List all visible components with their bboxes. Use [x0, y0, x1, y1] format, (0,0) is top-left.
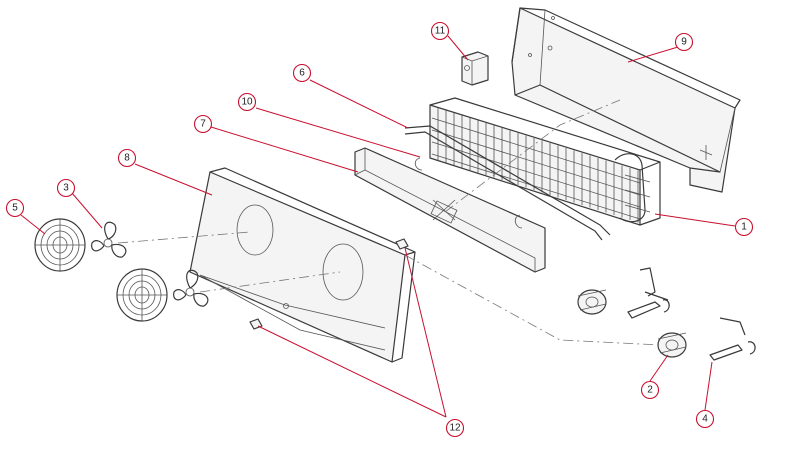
- callout-4: 4: [695, 409, 715, 429]
- callout-10: 10: [237, 92, 257, 112]
- callout-label: 12: [449, 423, 461, 434]
- heater-rod: [404, 125, 611, 241]
- fan-guard-left: [34, 218, 86, 272]
- drip-tray: [354, 147, 546, 273]
- callout-label: 2: [647, 385, 653, 396]
- callout-8: 8: [117, 148, 137, 168]
- alignment-lines: [117, 99, 661, 346]
- callout-3: 3: [56, 178, 76, 198]
- evaporator-coil: [429, 97, 661, 226]
- callout-label: 6: [299, 68, 305, 79]
- front-cover-panel: [189, 167, 416, 363]
- motor-bracket: [627, 267, 756, 361]
- callout-12: 12: [445, 418, 465, 438]
- fan-blade-right: [173, 269, 209, 307]
- callout-label: 8: [124, 153, 130, 164]
- fan-motor-upper: [577, 289, 607, 315]
- callout-5: 5: [5, 198, 25, 218]
- callout-2: 2: [640, 380, 660, 400]
- fan-blade-left: [91, 221, 127, 258]
- fan-guard-right: [116, 268, 168, 322]
- callout-7: 7: [193, 114, 213, 134]
- callout-label: 4: [702, 414, 708, 425]
- callout-1: 1: [734, 217, 754, 237]
- callout-label: 10: [241, 97, 253, 108]
- callout-label: 5: [12, 203, 18, 214]
- callout-9: 9: [674, 32, 694, 52]
- coil-tube: [431, 117, 641, 184]
- fan-motor-lower: [657, 332, 687, 358]
- callout-label: 1: [741, 222, 747, 233]
- coil-tube: [431, 129, 641, 196]
- callout-label: 9: [681, 37, 687, 48]
- control-box: [461, 51, 489, 86]
- coil-tube: [431, 141, 641, 208]
- callout-11: 11: [430, 21, 450, 41]
- leader-lines: [20, 35, 736, 418]
- callout-label: 3: [63, 183, 69, 194]
- callout-6: 6: [292, 63, 312, 83]
- callout-label: 7: [200, 119, 206, 130]
- coil-tube: [431, 153, 641, 220]
- callout-label: 11: [435, 26, 446, 37]
- back-housing: [511, 7, 741, 193]
